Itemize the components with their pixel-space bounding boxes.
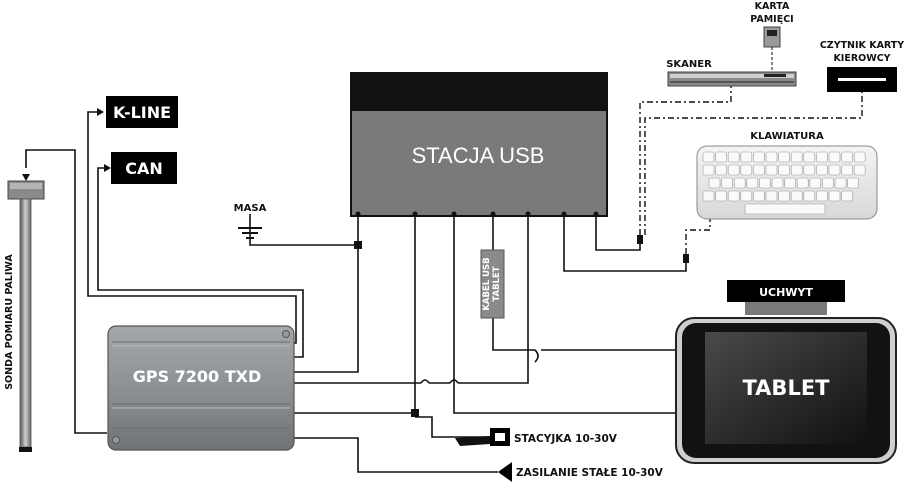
keyboard-key xyxy=(733,177,746,189)
card-label-line1: KARTA xyxy=(755,1,790,12)
keyboard-key xyxy=(715,151,727,163)
reader-label-line1: CZYTNIK KARTY xyxy=(820,40,904,51)
ground-icon xyxy=(238,214,262,239)
wires xyxy=(22,86,863,473)
ignition-label: STACYJKA 10-30V xyxy=(514,433,618,445)
cable-label-line1: KABEL USB xyxy=(482,257,492,310)
kline-label: K-LINE xyxy=(113,103,171,122)
holder: UCHWYT xyxy=(727,280,845,315)
keyboard-key xyxy=(753,151,765,163)
keyboard-key xyxy=(822,177,834,189)
gps-label: GPS 7200 TXD xyxy=(133,367,262,386)
keyboard-key xyxy=(753,190,765,202)
keyboard-key xyxy=(708,177,721,189)
keyboard-key xyxy=(727,164,740,176)
keyboard-key xyxy=(702,164,715,176)
keyboard-key xyxy=(765,190,778,202)
ignition: STACYJKA 10-30V xyxy=(455,428,618,446)
keyboard-key xyxy=(853,151,866,163)
keyboard-key xyxy=(803,164,816,176)
keyboard-key xyxy=(771,177,784,189)
card-reader-icon xyxy=(827,67,897,92)
keyboard-key xyxy=(847,177,859,189)
keyboard-key xyxy=(834,177,847,189)
keyboard-key xyxy=(790,190,803,202)
can-box: CAN xyxy=(111,152,177,184)
keyboard-key xyxy=(778,190,790,202)
keyboard-key xyxy=(816,190,828,202)
keyboard-key xyxy=(721,177,733,189)
keyboard-key xyxy=(778,151,790,163)
tablet: TABLET xyxy=(675,317,897,464)
keyboard-key xyxy=(809,177,822,189)
can-label: CAN xyxy=(125,159,163,178)
power-supply: ZASILANIE STAŁE 10-30V xyxy=(498,462,664,482)
keyboard-key xyxy=(753,164,765,176)
keyboard-key xyxy=(790,151,803,163)
keyboard-key xyxy=(715,190,727,202)
keyboard-spacebar xyxy=(744,203,826,215)
memory-card-icon xyxy=(763,26,781,72)
keyboard-key xyxy=(765,164,778,176)
reader-label-line2: KIEROWCY xyxy=(833,53,890,64)
memory-card: KARTA PAMIĘCI xyxy=(750,1,794,72)
usb-station: STACJA USB xyxy=(350,72,608,217)
keyboard-key xyxy=(841,190,853,202)
keyboard-key xyxy=(727,190,740,202)
keyboard-key xyxy=(740,190,753,202)
keyboard-key xyxy=(853,164,866,176)
scanner-label: SKANER xyxy=(666,59,712,70)
keyboard-key xyxy=(803,190,816,202)
keyboard-key xyxy=(828,164,841,176)
cable-label-line2: TABLET xyxy=(492,266,502,301)
keyboard-key xyxy=(727,151,740,163)
keyboard-key xyxy=(702,190,715,202)
keyboard-key xyxy=(828,151,841,163)
gps-device: GPS 7200 TXD xyxy=(107,325,295,451)
power-label: ZASILANIE STAŁE 10-30V xyxy=(516,467,664,479)
keyboard-key xyxy=(790,164,803,176)
keyboard-key xyxy=(803,151,816,163)
scanner: SKANER xyxy=(666,59,797,87)
keyboard-key xyxy=(778,164,790,176)
keyboard-key xyxy=(740,151,753,163)
keyboard-key xyxy=(828,190,841,202)
probe-label: SONDA POMIARU PALIWA xyxy=(4,254,15,390)
keyboard-key xyxy=(841,164,853,176)
keyboard-key xyxy=(740,164,753,176)
usb-tablet-cable: KABEL USB TABLET xyxy=(480,249,505,319)
keyboard-key xyxy=(796,177,809,189)
keyboard-key xyxy=(702,151,715,163)
keyboard-key xyxy=(784,177,796,189)
card-reader: CZYTNIK KARTY KIEROWCY xyxy=(820,40,904,92)
arrow-left-icon xyxy=(498,462,512,482)
keyboard-key xyxy=(715,164,727,176)
kline-box: K-LINE xyxy=(106,96,178,128)
tablet-label: TABLET xyxy=(742,376,830,400)
scanner-icon xyxy=(667,71,797,87)
keyboard-label: KLAWIATURA xyxy=(750,131,824,142)
station-label: STACJA USB xyxy=(412,143,545,168)
keyboard-key xyxy=(746,177,759,189)
keyboard-key xyxy=(841,151,853,163)
fuel-probe: SONDA POMIARU PALIWA xyxy=(4,180,45,452)
fuel-probe-icon xyxy=(7,180,45,452)
card-label-line2: PAMIĘCI xyxy=(750,14,793,25)
masa-label: MASA xyxy=(234,203,267,214)
ground: MASA xyxy=(234,203,267,239)
holder-label: UCHWYT xyxy=(759,286,813,299)
keyboard-key xyxy=(816,164,828,176)
keyboard-key xyxy=(759,177,771,189)
keyboard-key xyxy=(816,151,828,163)
key-icon xyxy=(455,428,510,446)
keyboard-key xyxy=(765,151,778,163)
keyboard: KLAWIATURA xyxy=(696,131,878,220)
keyboard-icon xyxy=(696,145,878,220)
